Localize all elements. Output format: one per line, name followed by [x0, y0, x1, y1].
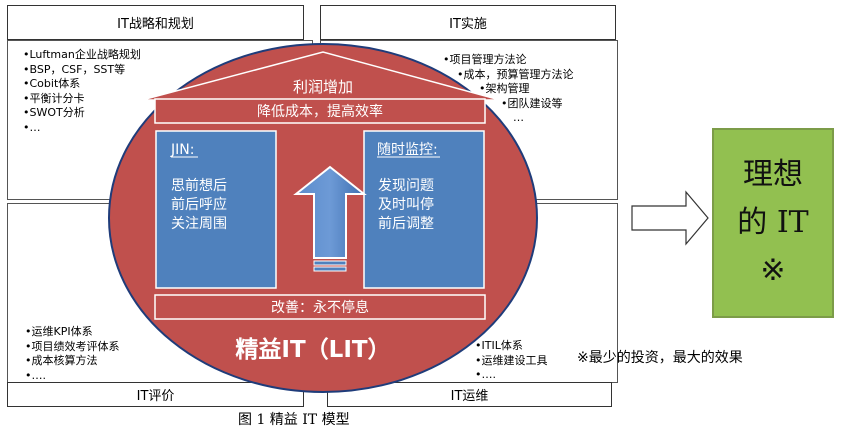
left-panel-heading: JIN: [170, 142, 194, 158]
lean-it-title: 精益IT（LIT） [235, 336, 390, 363]
right-panel-heading: 随时监控: [377, 142, 438, 158]
list-item: •成本，预算管理方法论 [457, 67, 574, 81]
strategy-list: •Luftman企业战略规划 •BSP，CSF，SST等 •Cobit体系 •平… [23, 48, 141, 135]
note-text: ※最少的投资，最大的效果 [577, 350, 743, 366]
list-item: •成本核算方法 [25, 354, 98, 367]
list-item: •BSP，CSF，SST等 [23, 62, 126, 76]
list-item: … [513, 111, 524, 124]
list-item: •Cobit体系 [23, 77, 81, 90]
evaluation-title: IT评价 [7, 382, 304, 407]
left-panel-line: 前后呼应 [171, 196, 227, 213]
ideal-it-line: ※ [760, 253, 786, 288]
ideal-it-line: 的 IT [737, 205, 809, 240]
top-banner-text: 降低成本，提高效率 [257, 103, 383, 120]
list-item: •SWOT分析 [23, 106, 85, 119]
list-item: •架构管理 [479, 82, 530, 95]
right-panel-line: 及时叫停 [378, 196, 434, 213]
right-panel-line: 发现问题 [378, 178, 434, 194]
list-item: •平衡计分卡 [23, 91, 85, 105]
up-arrow-icon [293, 165, 367, 272]
list-item: •项目绩效考评体系 [25, 339, 120, 353]
operations-list: •ITIL体系 •运维建设工具 •…. [475, 339, 548, 383]
right-panel-line: 前后调整 [378, 215, 434, 232]
roof-label: 利润增加 [293, 78, 353, 96]
implementation-list: •项目管理方法论 •成本，预算管理方法论 •架构管理 •团队建设等 … [443, 53, 574, 126]
strategy-title: IT战略和规划 [7, 5, 304, 40]
ideal-it-line: 理想 [743, 157, 803, 192]
bottom-banner-text: 改善：永不停息 [271, 299, 369, 316]
ideal-it-box: 理想 的 IT ※ [712, 128, 834, 318]
list-item: •…. [475, 368, 496, 381]
list-item: •运维建设工具 [475, 353, 548, 367]
list-item: •项目管理方法论 [443, 53, 527, 66]
operations-title: IT运维 [327, 382, 612, 407]
list-item: •运维KPI体系 [25, 325, 93, 338]
list-item: •ITIL体系 [475, 339, 523, 352]
left-panel-line: 关注周围 [171, 216, 227, 232]
figure-caption: 图 1 精益 IT 模型 [238, 412, 350, 428]
left-panel-line: 思前想后 [171, 177, 227, 194]
bottom-banner [154, 294, 486, 320]
top-banner [154, 98, 486, 124]
right-arrow-icon [631, 190, 709, 246]
implementation-title: IT实施 [320, 5, 616, 40]
evaluation-list: •运维KPI体系 •项目绩效考评体系 •成本核算方法 •…. [25, 325, 120, 383]
list-item: •Luftman企业战略规划 [23, 48, 141, 61]
list-item: •… [23, 120, 41, 134]
list-item: •团队建设等 [501, 96, 563, 110]
list-item: •…. [25, 368, 46, 382]
